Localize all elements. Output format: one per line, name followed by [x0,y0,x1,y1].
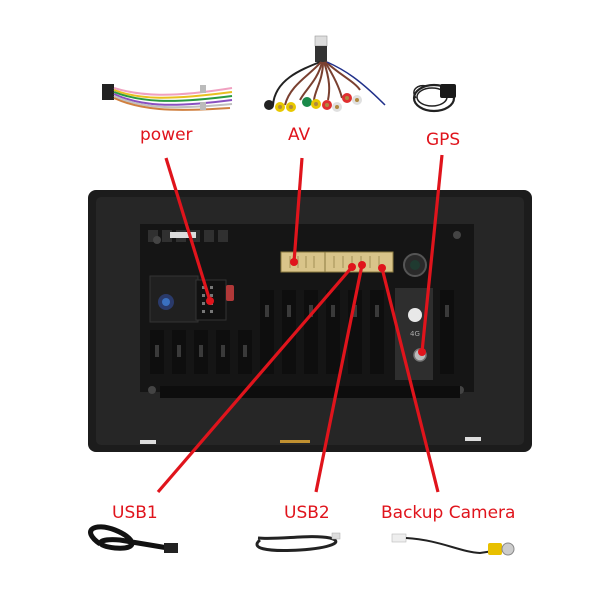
usb1-label: USB1 [112,503,158,523]
backup-camera-pointer [380,267,440,493]
av-pointer [292,157,304,263]
usb1-cable-image [88,524,178,553]
gps-label: GPS [426,130,461,150]
4g-marking: 4G [410,330,420,338]
av-label: AV [288,125,311,145]
gps-pointer [420,154,444,353]
head-unit-rear-image: 4G [88,190,532,452]
power-harness-image [102,84,233,111]
usb2-pointer [314,264,364,493]
power-label: power [140,125,193,145]
usb1-pointer [156,265,354,494]
av-harness-image [264,35,386,112]
backup-camera-cable-image [391,533,515,556]
gps-antenna-image [412,83,456,113]
backup-camera-label: Backup Camera [381,503,516,523]
power-pointer [164,157,212,302]
pointer-lines [156,154,444,494]
usb2-cable-image [255,532,341,552]
usb2-label: USB2 [284,503,330,523]
